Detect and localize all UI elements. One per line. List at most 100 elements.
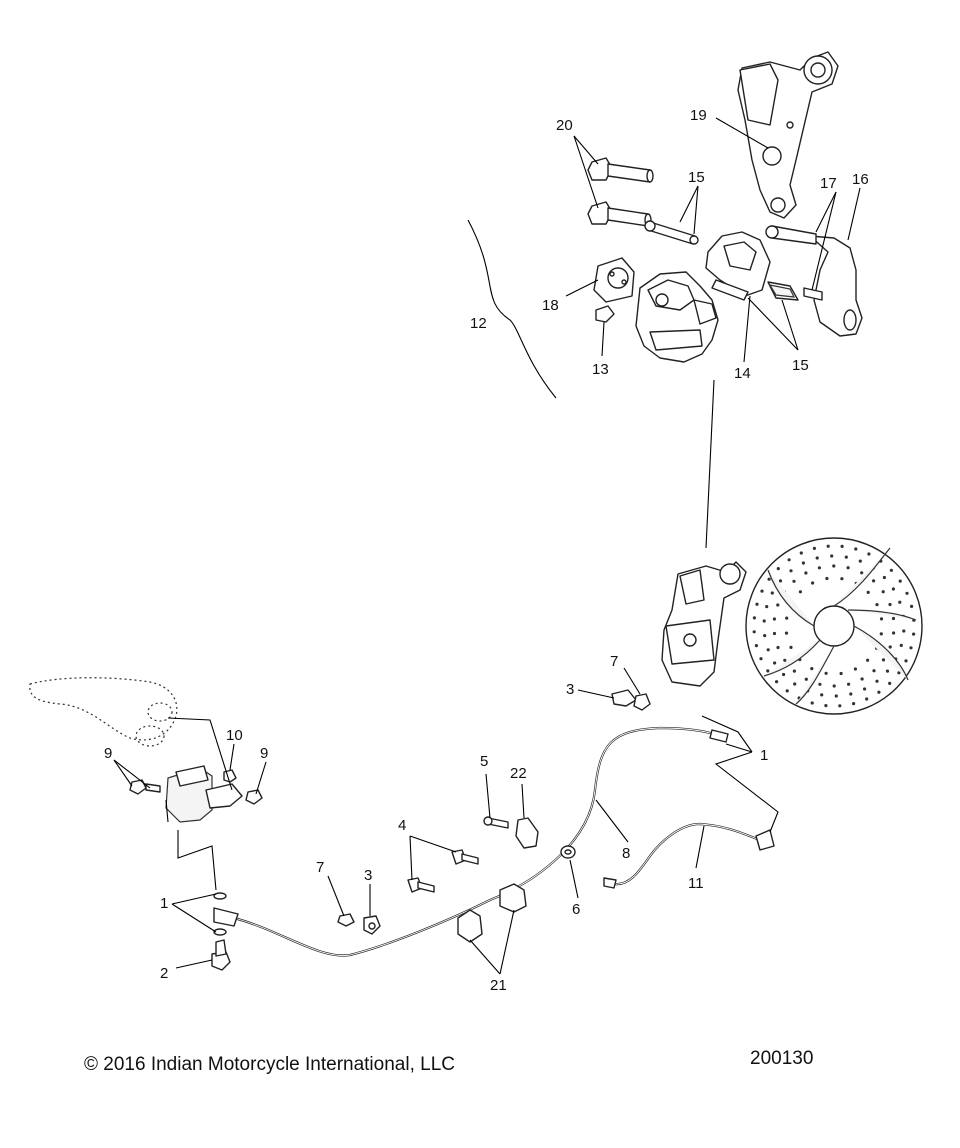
callout-18: 18 <box>542 297 559 314</box>
disc-hole <box>754 644 759 648</box>
callout-13: 13 <box>592 361 609 378</box>
callout-12: 12 <box>470 315 487 332</box>
disc-hole <box>889 568 894 572</box>
disc-hole <box>776 603 780 607</box>
disc-hole <box>860 677 864 681</box>
disc-hole <box>879 632 883 636</box>
bolt-5 <box>483 816 509 829</box>
disc-hole <box>860 571 864 575</box>
disc-hole <box>752 616 757 620</box>
disc-hole <box>785 689 789 693</box>
copyright-text: © 2016 Indian Motorcycle International, … <box>84 1054 455 1075</box>
disc-hole <box>905 591 909 595</box>
disc-hole <box>910 604 914 609</box>
callout-9-right: 9 <box>260 745 268 762</box>
disc-hole <box>826 544 830 548</box>
disc-hole <box>789 645 793 650</box>
bolt-20-upper <box>587 157 654 183</box>
callout-labels: 20 15 19 17 16 12 18 13 14 15 7 3 1 10 9… <box>104 107 869 994</box>
disc-hole <box>765 605 769 609</box>
callout-7-upper: 7 <box>610 653 618 670</box>
disc-hole <box>881 590 885 594</box>
callout-16: 16 <box>852 171 869 188</box>
caliper-body <box>635 271 719 363</box>
disc-hole <box>854 547 858 551</box>
disc-hole <box>898 579 902 583</box>
disc-hole <box>891 616 896 621</box>
disc-holes <box>752 544 916 708</box>
disc-hole <box>752 630 756 634</box>
disc-hole <box>846 566 850 570</box>
disc-hole <box>888 602 892 607</box>
disc-hole <box>798 590 803 594</box>
disc-hole <box>865 697 869 701</box>
disc-hole <box>793 682 797 686</box>
disc-hole <box>792 579 796 583</box>
disc-hole <box>840 544 844 549</box>
clamp-22 <box>515 817 539 849</box>
disc-hole <box>776 567 780 571</box>
disc-hole <box>825 576 829 581</box>
bracket-16 <box>765 225 863 337</box>
callout-2: 2 <box>160 965 168 982</box>
disc-hole <box>787 558 791 562</box>
disc-hole <box>766 648 770 652</box>
disc-hole <box>832 684 836 688</box>
disc-hole <box>818 682 822 686</box>
brake-disc <box>745 537 923 715</box>
disc-hole <box>755 602 759 606</box>
disc-hole <box>858 559 862 563</box>
disc-hole <box>904 659 908 663</box>
disc-hole <box>784 631 789 635</box>
disc-hole <box>875 679 879 683</box>
disc-hole <box>898 600 902 604</box>
disc-hole <box>867 552 871 556</box>
disc-hole <box>766 669 770 673</box>
disc-hole <box>838 704 842 708</box>
callout-1-right: 1 <box>760 747 768 764</box>
callout-6: 6 <box>572 901 580 918</box>
disc-hole <box>830 554 834 558</box>
callout-15-bottom: 15 <box>792 357 809 374</box>
disc-hole <box>762 619 766 623</box>
master-cylinder <box>165 765 243 823</box>
callout-17: 17 <box>820 175 837 192</box>
callout-3-upper: 3 <box>566 681 574 698</box>
disc-hole <box>775 680 779 684</box>
disc-hole <box>866 658 870 662</box>
disc-hole <box>810 701 814 705</box>
clip-3-upper <box>611 689 637 707</box>
callout-3-lower: 3 <box>364 867 372 884</box>
assembly-connector <box>705 379 715 549</box>
banjo-bolt-2 <box>211 939 231 971</box>
bolt-7-lower <box>337 913 355 927</box>
disc-hole <box>888 681 892 686</box>
disc-hole <box>877 690 881 694</box>
disc-hole <box>844 555 848 559</box>
bolt-4-upper <box>451 849 479 865</box>
callout-19: 19 <box>690 107 707 124</box>
disc-hole <box>785 616 789 620</box>
brake-pedal <box>29 677 178 747</box>
callout-15-top: 15 <box>688 169 705 186</box>
disc-hole <box>888 645 892 649</box>
disc-hole <box>801 561 806 565</box>
disc-hole <box>881 658 886 662</box>
caliper-bracket-19 <box>737 51 839 219</box>
callout-22: 22 <box>510 765 527 782</box>
disc-hole <box>872 579 876 583</box>
disc-hole <box>899 643 903 648</box>
callout-10: 10 <box>226 727 243 744</box>
disc-hole <box>759 657 763 661</box>
callout-20: 20 <box>556 117 573 134</box>
callout-4: 4 <box>398 817 406 834</box>
grommet-6 <box>560 845 576 859</box>
disc-hole <box>772 617 777 621</box>
brake-pad-14 <box>705 231 771 301</box>
disc-hole <box>782 672 786 677</box>
disc-hole <box>772 631 777 636</box>
disc-hole <box>799 551 803 555</box>
bolt-9-right <box>245 789 263 805</box>
bracket-12 <box>467 219 557 399</box>
